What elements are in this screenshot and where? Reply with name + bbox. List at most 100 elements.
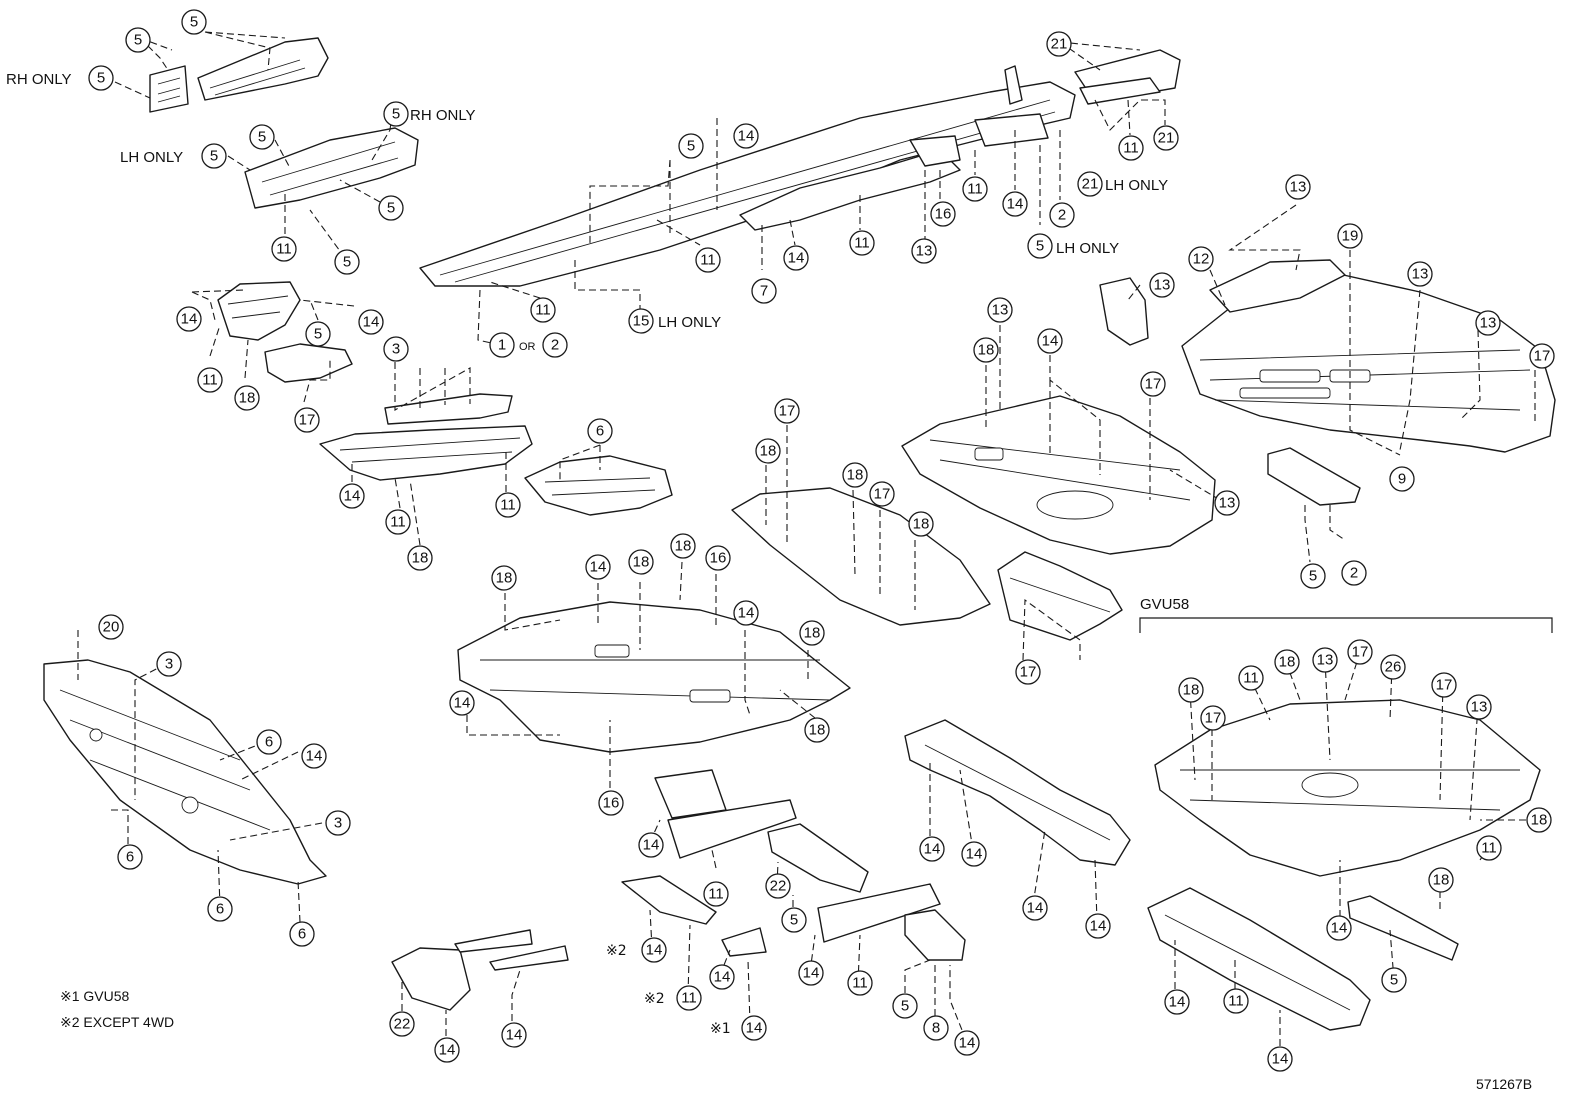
callout-14: 14 — [1164, 989, 1190, 1015]
callout-18: 18 — [804, 717, 830, 743]
svg-text:5: 5 — [1309, 568, 1317, 585]
svg-text:22: 22 — [394, 1016, 411, 1033]
callout-9: 9 — [1389, 466, 1415, 492]
svg-text:14: 14 — [1027, 900, 1044, 917]
callout-13: 13 — [1149, 272, 1175, 298]
callout-13: 13 — [1285, 174, 1311, 200]
svg-text:11: 11 — [1228, 993, 1244, 1010]
gvu58-group-bracket — [1139, 617, 1553, 633]
callout-5: 5 — [1300, 563, 1326, 589]
callout-5: 5 — [678, 133, 704, 159]
callout-14: 14 — [1267, 1046, 1293, 1072]
callout-17: 17 — [1347, 639, 1373, 665]
callout-14: 14 — [1085, 913, 1111, 939]
svg-text:21: 21 — [1082, 176, 1099, 193]
callout-17: 17 — [294, 407, 320, 433]
svg-text:14: 14 — [506, 1027, 523, 1044]
svg-text:18: 18 — [804, 625, 821, 642]
callout-18: 18 — [1428, 867, 1454, 893]
callout-13: 13 — [911, 238, 937, 264]
callout-8: 8 — [923, 1015, 949, 1041]
svg-text:2: 2 — [1058, 207, 1066, 224]
svg-text:8: 8 — [932, 1020, 940, 1037]
svg-text:14: 14 — [738, 128, 755, 145]
callout-18: 18 — [1526, 807, 1552, 833]
svg-text:11: 11 — [967, 181, 983, 198]
callout-11: 11 — [703, 881, 729, 907]
callout-13: 13 — [1214, 490, 1240, 516]
svg-text:6: 6 — [126, 849, 134, 866]
callout-18: 18 — [670, 533, 696, 559]
callout-5: 5 — [181, 9, 207, 35]
callout-17: 17 — [1529, 343, 1555, 369]
callout-7: 7 — [751, 278, 777, 304]
svg-text:2: 2 — [551, 337, 559, 354]
svg-text:5: 5 — [901, 998, 909, 1015]
callout-11: 11 — [1223, 988, 1249, 1014]
callout-14: 14 — [434, 1037, 460, 1063]
svg-text:6: 6 — [216, 901, 224, 918]
svg-text:19: 19 — [1342, 228, 1359, 245]
callout-22: 22 — [765, 873, 791, 899]
svg-text:7: 7 — [760, 283, 768, 300]
callout-17: 17 — [1140, 371, 1166, 397]
callout-11: 11 — [676, 985, 702, 1011]
svg-text:11: 11 — [202, 372, 218, 389]
svg-text:18: 18 — [633, 554, 650, 571]
callout-14: 14 — [1037, 328, 1063, 354]
callout-14: 14 — [449, 690, 475, 716]
svg-text:11: 11 — [854, 235, 870, 252]
callout-18: 18 — [1274, 649, 1300, 675]
svg-text:6: 6 — [265, 734, 273, 751]
svg-text:5: 5 — [392, 106, 400, 123]
svg-text:11: 11 — [681, 990, 697, 1007]
svg-text:18: 18 — [1183, 682, 1200, 699]
callout-6: 6 — [207, 896, 233, 922]
callout-14: 14 — [301, 743, 327, 769]
callout-5: 5 — [305, 321, 331, 347]
callout-5: 5 — [334, 249, 360, 275]
part-outlines — [43, 37, 1556, 1031]
svg-text:17: 17 — [779, 403, 796, 420]
callout-5: 5 — [125, 27, 151, 53]
svg-text:6: 6 — [298, 926, 306, 943]
svg-text:6: 6 — [596, 423, 604, 440]
svg-text:14: 14 — [590, 559, 607, 576]
svg-text:20: 20 — [103, 619, 120, 636]
svg-text:14: 14 — [344, 488, 361, 505]
callout-14: 14 — [1002, 191, 1028, 217]
svg-text:5: 5 — [97, 70, 105, 87]
callout-14: 14 — [709, 964, 735, 990]
svg-text:5: 5 — [1036, 238, 1044, 255]
callout-14: 14 — [954, 1030, 980, 1056]
callout-18: 18 — [407, 545, 433, 571]
svg-text:16: 16 — [603, 795, 620, 812]
callout-11: 11 — [385, 509, 411, 535]
svg-text:18: 18 — [809, 722, 826, 739]
callout-14: 14 — [783, 245, 809, 271]
svg-text:14: 14 — [924, 841, 941, 858]
callout-3: 3 — [156, 651, 182, 677]
callout-3: 3 — [383, 336, 409, 362]
svg-text:3: 3 — [165, 656, 173, 673]
svg-text:13: 13 — [1154, 277, 1171, 294]
callout-21: 21 — [1077, 171, 1103, 197]
svg-text:18: 18 — [1433, 872, 1450, 889]
label-rh-only-top: RH ONLY — [6, 71, 72, 88]
svg-text:11: 11 — [500, 497, 516, 514]
callout-2: 2 — [542, 332, 568, 358]
svg-text:11: 11 — [390, 514, 406, 531]
svg-text:14: 14 — [1090, 918, 1107, 935]
callout-18: 18 — [1178, 677, 1204, 703]
callout-5: 5 — [383, 101, 409, 127]
callout-14: 14 — [176, 306, 202, 332]
callout-11: 11 — [495, 492, 521, 518]
svg-text:5: 5 — [387, 200, 395, 217]
callout-5: 5 — [1381, 967, 1407, 993]
svg-text:5: 5 — [258, 129, 266, 146]
callouts: 5 5 5 5 5 5 5 11 5 14 5 14 3 11 18 17 14… — [88, 9, 1555, 1072]
svg-text:12: 12 — [1193, 251, 1210, 268]
svg-text:14: 14 — [439, 1042, 456, 1059]
callout-11: 11 — [1118, 135, 1144, 161]
svg-text:5: 5 — [210, 148, 218, 165]
